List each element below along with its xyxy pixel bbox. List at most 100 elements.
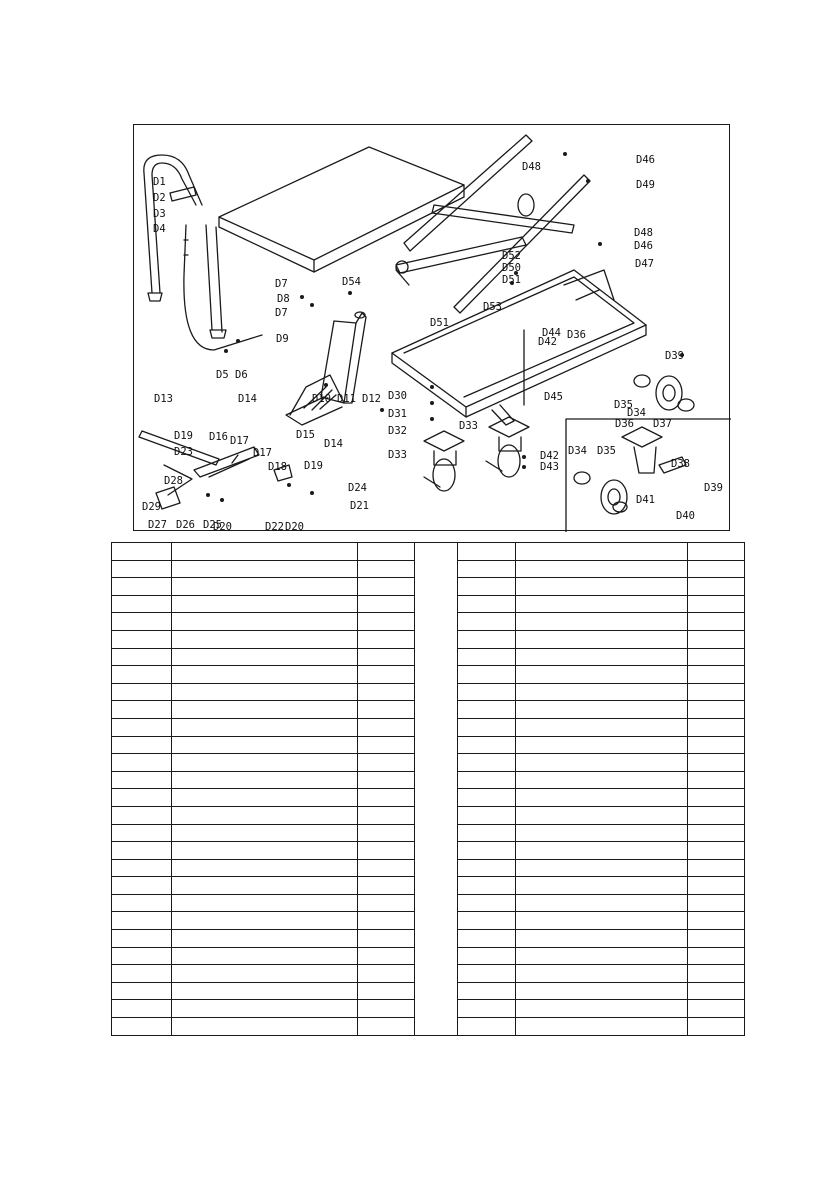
- table-row: [111, 929, 745, 948]
- table-gap-cell: [414, 560, 458, 578]
- table-row: [111, 999, 745, 1019]
- table-cell: [687, 1017, 745, 1036]
- table-cell: [515, 823, 688, 843]
- table-cell: [687, 682, 745, 702]
- table-cell: [515, 964, 688, 983]
- table-cell: [357, 981, 415, 1001]
- table-cell: [515, 700, 688, 719]
- part-label-d12: D12: [362, 393, 381, 405]
- table-cell: [171, 858, 358, 878]
- table-gap-cell: [414, 806, 458, 824]
- table-cell: [515, 717, 688, 737]
- table-cell: [457, 717, 516, 737]
- table-cell: [357, 946, 415, 966]
- part-label-d10: D10: [312, 393, 331, 405]
- table-gap-cell: [414, 894, 458, 912]
- table-cell: [687, 876, 745, 895]
- table-cell: [357, 682, 415, 702]
- fixed-casters-drawing: [573, 374, 695, 515]
- table-row: [111, 717, 745, 737]
- table-cell: [457, 700, 516, 719]
- table-cell: [515, 594, 688, 614]
- part-label-d42: D42: [540, 450, 559, 462]
- table-cell: [357, 788, 415, 807]
- table-gap-cell: [414, 595, 458, 613]
- part-label-d44: D44: [542, 327, 561, 339]
- table-cell: [111, 876, 172, 895]
- part-label-d41: D41: [636, 494, 655, 506]
- table-cell: [111, 559, 172, 579]
- table-cell: [111, 893, 172, 913]
- table-cell: [111, 788, 172, 807]
- table-gap-cell: [414, 736, 458, 754]
- table-cell: [457, 612, 516, 631]
- table-row: [111, 788, 745, 807]
- table-cell: [171, 665, 358, 684]
- part-label-d31: D31: [388, 408, 407, 420]
- table-row: [111, 594, 745, 614]
- table-cell: [357, 876, 415, 895]
- table-cell: [171, 893, 358, 913]
- table-cell: [357, 823, 415, 843]
- part-label-d47: D47: [635, 258, 654, 270]
- table-cell: [357, 770, 415, 790]
- table-gap-cell: [414, 665, 458, 684]
- table-cell: [457, 841, 516, 860]
- table-cell: [357, 612, 415, 631]
- table-cell: [687, 841, 745, 860]
- table-cell: [111, 911, 172, 931]
- table-cell: [515, 999, 688, 1019]
- table-cell: [687, 594, 745, 614]
- part-label-d26: D26: [176, 519, 195, 531]
- table-cell: [111, 629, 172, 649]
- table-cell: [357, 542, 415, 561]
- part-label-d48: D48: [634, 227, 653, 239]
- table-cell: [171, 823, 358, 843]
- table-cell: [515, 629, 688, 649]
- part-label-d34: D34: [568, 445, 587, 457]
- table-cell: [457, 577, 516, 596]
- table-cell: [457, 542, 516, 561]
- table-row: [111, 823, 745, 843]
- part-label-d51: D51: [430, 317, 449, 329]
- part-label-d43: D43: [540, 461, 559, 473]
- table-cell: [457, 823, 516, 843]
- part-label-d2: D2: [153, 192, 166, 204]
- table-cell: [111, 735, 172, 755]
- part-label-d19: D19: [304, 460, 323, 472]
- table-gap-cell: [414, 753, 458, 772]
- table-cell: [687, 665, 745, 684]
- table-row: [111, 946, 745, 966]
- part-label-d20: D20: [285, 521, 304, 532]
- inset-box: [565, 418, 731, 532]
- table-cell: [111, 542, 172, 561]
- table-row: [111, 964, 745, 983]
- table-cell: [111, 577, 172, 596]
- table-gap-cell: [414, 700, 458, 719]
- part-label-d46: D46: [636, 154, 655, 166]
- table-cell: [687, 612, 745, 631]
- table-row: [111, 682, 745, 702]
- part-label-d24: D24: [348, 482, 367, 494]
- table-cell: [457, 770, 516, 790]
- table-cell: [171, 577, 358, 596]
- table-row: [111, 876, 745, 895]
- part-label-d42: D42: [538, 336, 557, 348]
- table-cell: [357, 841, 415, 860]
- part-label-d35: D35: [597, 445, 616, 457]
- part-label-d1: D1: [153, 176, 166, 188]
- table-cell: [457, 946, 516, 966]
- table-gap-cell: [414, 859, 458, 877]
- platform-drawing: [218, 146, 465, 273]
- part-label-d37: D37: [653, 418, 672, 430]
- part-label-d50: D50: [502, 262, 521, 274]
- table-cell: [357, 717, 415, 737]
- part-label-d14: D14: [324, 438, 343, 450]
- scissor-arms-drawing: [395, 134, 591, 314]
- table-cell: [457, 735, 516, 755]
- part-label-d48: D48: [522, 161, 541, 173]
- base-frame-drawing: [391, 269, 647, 426]
- table-cell: [171, 542, 358, 561]
- table-cell: [687, 893, 745, 913]
